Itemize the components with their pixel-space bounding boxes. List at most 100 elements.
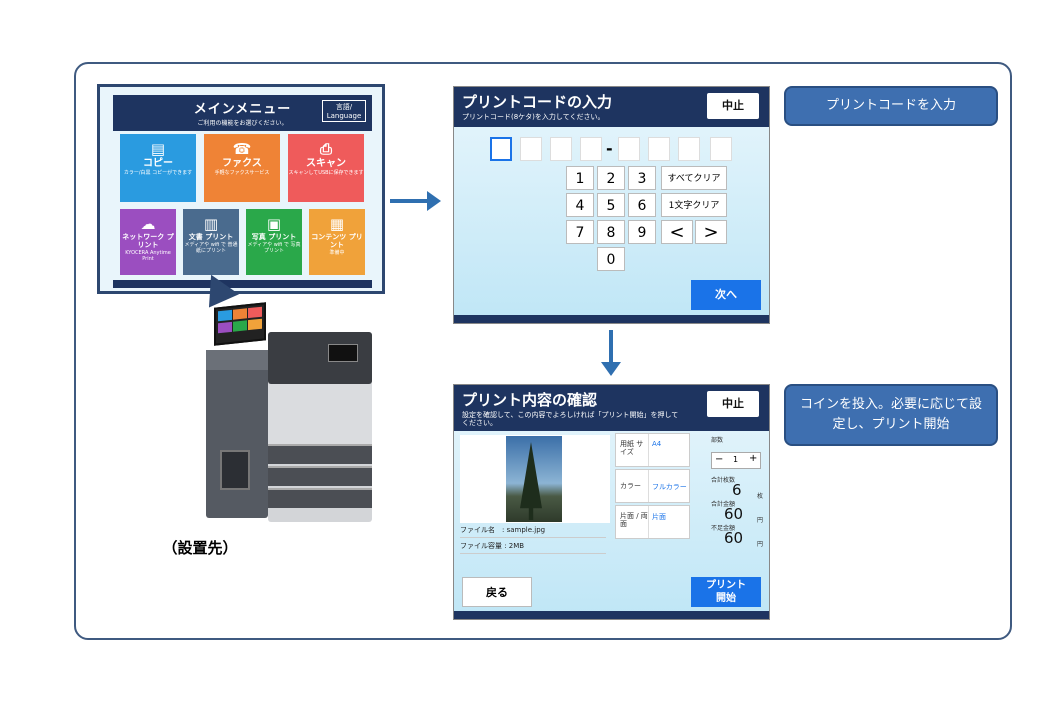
shortage-label: 不足金額 <box>711 525 736 532</box>
coin-cabinet <box>206 350 268 518</box>
main-menu-subtitle: ご利用の機能をお選びください。 <box>197 120 288 127</box>
color-label: カラー <box>620 482 641 490</box>
screen-footer <box>454 315 769 323</box>
code-digit-box[interactable] <box>580 137 602 161</box>
paper-size-option[interactable]: 用紙 サイズ A4 <box>615 433 690 467</box>
tile-document-print[interactable]: ▥文書 プリントメディアや wifi で 普通紙にプリント <box>183 209 239 275</box>
document-icon: ▥ <box>203 215 219 233</box>
tile-desc: メディアや wifi で 写真プリント <box>247 242 301 254</box>
key-4[interactable]: 4 <box>566 193 594 217</box>
copies-value: 1 <box>733 455 739 464</box>
main-menu-footer <box>113 280 372 288</box>
main-menu-screen: メインメニュー ご利用の機能をお選びください。 言語/Language ▤コピー… <box>97 84 385 294</box>
tile-desc: 準備中 <box>329 250 345 256</box>
tile-photo-print[interactable]: ▣写真 プリントメディアや wifi で 写真プリント <box>246 209 302 275</box>
plus-button[interactable]: + <box>749 453 758 464</box>
kiosk-machine-illustration <box>198 300 378 525</box>
key-6[interactable]: 6 <box>628 193 656 217</box>
scan-icon: ⎙ <box>319 140 332 158</box>
cursor-left-button[interactable]: < <box>661 220 693 244</box>
sheets-unit: 枚 <box>757 493 764 500</box>
confirm-header: プリント内容の確認 設定を確認して、この内容でよろしければ「プリント開始」を押し… <box>454 385 769 431</box>
code-digit-box[interactable] <box>618 137 640 161</box>
tile-contents-print[interactable]: ▦コンテンツ プリント準備中 <box>309 209 365 275</box>
print-confirm-screen: プリント内容の確認 設定を確認して、この内容でよろしければ「プリント開始」を押し… <box>453 384 770 620</box>
code-digit-box[interactable] <box>550 137 572 161</box>
main-menu-title: メインメニュー <box>193 102 292 117</box>
tile-scan[interactable]: ⎙スキャンスキャンしてUSBに保存できます <box>288 134 364 202</box>
code-dash: - <box>606 139 613 158</box>
back-button[interactable]: 戻る <box>462 577 532 607</box>
tile-name: ネットワーク プリント <box>122 233 174 249</box>
installation-caption: （設置先） <box>162 539 238 557</box>
key-9[interactable]: 9 <box>628 220 656 244</box>
tile-desc: 手軽なファクスサービス <box>214 170 270 176</box>
key-1[interactable]: 1 <box>566 166 594 190</box>
cursor-right-button[interactable]: > <box>695 220 727 244</box>
language-label-2: Language <box>326 112 362 120</box>
main-menu-header: メインメニュー ご利用の機能をお選びください。 言語/Language <box>113 95 372 131</box>
yen-unit: 円 <box>757 541 764 548</box>
tile-desc: KYOCERA Anytime Print <box>125 250 171 262</box>
print-code-title: プリントコードの入力 <box>462 93 613 111</box>
copies-stepper[interactable]: − 1 + <box>711 452 761 469</box>
tile-name: 写真 プリント <box>251 233 297 241</box>
callout-insert-coin: コインを投入。必要に応じて設定し、プリント開始 <box>784 384 998 446</box>
total-sheets-value: 6 <box>732 481 742 499</box>
copies-label: 部数 <box>711 437 724 444</box>
arrow-right <box>390 191 441 211</box>
total-amount-label: 合計金額 <box>711 501 736 508</box>
tile-name: コピー <box>143 158 173 169</box>
preview-photo <box>506 436 562 522</box>
file-name: ファイル名 : sample.jpg <box>460 525 606 538</box>
yen-unit: 円 <box>757 517 764 524</box>
code-digit-box[interactable] <box>520 137 542 161</box>
tile-name: 文書 プリント <box>188 233 234 241</box>
next-button[interactable]: 次へ <box>691 280 761 310</box>
print-code-header: プリントコードの入力 プリントコード(8ケタ)を入力してください。 中止 <box>454 87 769 127</box>
clear-one-button[interactable]: 1文字クリア <box>661 193 727 217</box>
tile-name: ファクス <box>222 158 262 169</box>
duplex-label: 片面 / 両面 <box>620 512 648 528</box>
file-size: ファイル容量 : 2MB <box>460 541 606 554</box>
stop-button[interactable]: 中止 <box>707 391 759 417</box>
duplex-value: 片面 <box>652 513 666 521</box>
code-digit-box[interactable] <box>490 137 512 161</box>
code-digit-box[interactable] <box>678 137 700 161</box>
cloud-icon: ☁ <box>140 215 156 233</box>
tile-fax[interactable]: ☎ファクス手軽なファクスサービス <box>204 134 280 202</box>
total-amount-value: 60 <box>724 505 744 523</box>
photo-icon: ▣ <box>266 215 282 233</box>
callout-enter-code: プリントコードを入力 <box>784 86 998 126</box>
key-3[interactable]: 3 <box>628 166 656 190</box>
language-label-1: 言語/ <box>335 103 353 111</box>
stop-button[interactable]: 中止 <box>707 93 759 119</box>
multifunction-printer <box>268 332 372 522</box>
clear-all-button[interactable]: すべてクリア <box>661 166 727 190</box>
duplex-option[interactable]: 片面 / 両面片面 <box>615 505 690 539</box>
tile-name: コンテンツ プリント <box>311 233 363 249</box>
screen-footer <box>454 611 769 619</box>
tile-copy[interactable]: ▤コピーカラー/白黒 コピーができます <box>120 134 196 202</box>
copy-icon: ▤ <box>150 140 166 158</box>
language-button[interactable]: 言語/Language <box>322 100 366 122</box>
outer-frame <box>74 62 1012 640</box>
key-2[interactable]: 2 <box>597 166 625 190</box>
tile-desc: スキャンしてUSBに保存できます <box>288 170 364 176</box>
key-0[interactable]: 0 <box>597 247 625 271</box>
paper-size-label: 用紙 サイズ <box>620 440 644 456</box>
key-7[interactable]: 7 <box>566 220 594 244</box>
print-start-button[interactable]: プリント 開始 <box>691 577 761 607</box>
code-digit-box[interactable] <box>710 137 732 161</box>
color-value: フルカラー <box>652 483 687 491</box>
code-digit-box[interactable] <box>648 137 670 161</box>
minus-button[interactable]: − <box>715 454 724 465</box>
key-5[interactable]: 5 <box>597 193 625 217</box>
tile-desc: メディアや wifi で 普通紙にプリント <box>184 242 238 254</box>
shortage-value: 60 <box>724 529 744 547</box>
paper-size-value: A4 <box>652 440 662 448</box>
key-8[interactable]: 8 <box>597 220 625 244</box>
tile-name: スキャン <box>306 158 346 169</box>
color-option[interactable]: カラー フルカラー <box>615 469 690 503</box>
